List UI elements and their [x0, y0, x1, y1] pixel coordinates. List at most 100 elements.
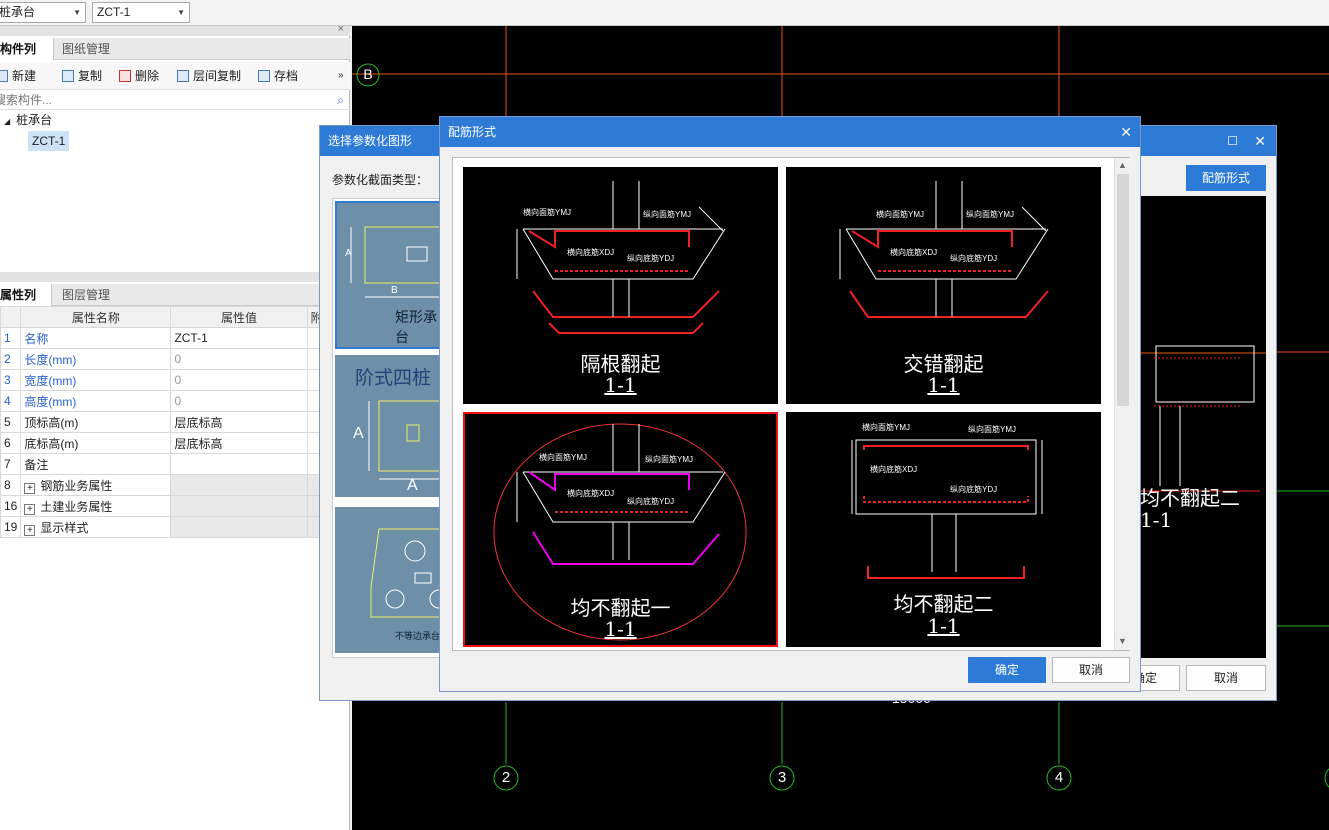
- search-input[interactable]: 搜索构件...: [0, 93, 53, 107]
- rebar-option-3-drawing: [493, 423, 747, 641]
- maximize-icon[interactable]: ☐: [1227, 134, 1238, 148]
- component-combo-value: ZCT-1: [97, 5, 131, 19]
- shape-name-irregular: 不等边承台: [395, 631, 441, 641]
- prop-name: 名称: [20, 327, 172, 349]
- component-toolbar: 新建 复制 删除 层间复制 存档 »: [0, 62, 350, 90]
- close-icon[interactable]: ✕: [1254, 133, 1266, 149]
- scroll-up-icon[interactable]: ▲: [1118, 160, 1127, 170]
- close-icon[interactable]: ✕: [1120, 124, 1132, 140]
- expand-icon[interactable]: +: [24, 482, 36, 494]
- label-hx-bot: 横向底筋XDJ: [567, 248, 615, 257]
- scroll-down-icon[interactable]: ▼: [1118, 636, 1127, 646]
- tree-item-zct1[interactable]: ZCT-1: [28, 131, 70, 151]
- panel-divider-strip: [0, 272, 350, 282]
- shape-item-stepped[interactable]: 阶式四桩 A A: [335, 355, 441, 497]
- rebar-ok-button[interactable]: 确定: [968, 657, 1046, 683]
- tree-expand-icon[interactable]: ◢: [4, 117, 11, 126]
- property-row[interactable]: 4 高度(mm) 0: [0, 390, 351, 412]
- prop-value[interactable]: ZCT-1: [170, 327, 308, 349]
- prop-group[interactable]: +钢筋业务属性: [20, 474, 172, 496]
- prop-value[interactable]: [170, 453, 308, 475]
- property-group-row[interactable]: 19 + 显示样式: [0, 516, 351, 538]
- property-row[interactable]: 1 名称 ZCT-1: [0, 327, 351, 349]
- label-hx-bot: 横向底筋XDJ: [870, 465, 918, 474]
- prop-value[interactable]: 层底标高: [170, 411, 308, 433]
- left-panel: × 构件列表 图纸管理 新建 复制 删除 层间复制 存档 » 搜索构件... ⌕…: [0, 23, 351, 830]
- prop-group-label: 显示样式: [40, 520, 89, 535]
- rebar-option-3-name: 均不翻起一: [570, 596, 671, 620]
- component-search[interactable]: 搜索构件... ⌕: [0, 90, 350, 110]
- rebar-option-1-name: 隔根翻起: [580, 352, 661, 376]
- tab-layer-management[interactable]: 图层管理: [62, 288, 111, 302]
- dim-a-label: A: [345, 248, 352, 259]
- rebar-option-4[interactable]: 横向面筋YMJ 纵向面筋YMJ 横向底筋XDJ 纵向底筋YDJ 均不翻起二 1-…: [786, 412, 1101, 647]
- panel-header-strip: ×: [0, 23, 350, 36]
- tree-root[interactable]: ◢桩承台: [4, 112, 52, 130]
- scrollbar-thumb[interactable]: [1117, 174, 1129, 406]
- row-num: 19: [0, 516, 22, 538]
- new-button[interactable]: 新建: [0, 68, 36, 84]
- row-num: 4: [0, 390, 22, 412]
- label-zx-top: 纵向面筋YMJ: [968, 425, 1016, 434]
- prop-value: [170, 495, 308, 517]
- expand-icon[interactable]: +: [24, 503, 36, 515]
- floor-copy-button[interactable]: 层间复制: [177, 68, 241, 84]
- param-cancel-button[interactable]: 取消: [1186, 665, 1266, 691]
- preview-caption: 均不翻起二: [1140, 486, 1240, 510]
- rebar-option-1-section: 1-1: [604, 373, 637, 397]
- tab-drawing-management[interactable]: 图纸管理: [62, 42, 111, 56]
- delete-button[interactable]: 删除: [119, 68, 159, 84]
- rebar-option-1[interactable]: 横向面筋YMJ 纵向面筋YMJ 横向底筋XDJ 纵向底筋YDJ 隔根翻起 1-1: [463, 167, 778, 404]
- rebar-options-panel: ▲ ▼ 横向面筋YMJ 纵向面筋YMJ 横向底筋XDJ 纵向底筋YDJ 隔: [452, 157, 1130, 651]
- prop-value[interactable]: 0: [170, 369, 308, 391]
- rebar-dialog-title: 配筋形式: [448, 125, 497, 139]
- property-group-row[interactable]: 8 +钢筋业务属性: [0, 474, 351, 496]
- more-icon[interactable]: »: [338, 70, 344, 81]
- expand-icon[interactable]: +: [24, 524, 36, 536]
- scrollbar[interactable]: ▲ ▼: [1114, 158, 1130, 650]
- property-row[interactable]: 5 顶标高(m) 层底标高: [0, 411, 351, 433]
- shape-item-irregular[interactable]: 不等边承台: [335, 507, 441, 653]
- prop-value[interactable]: 0: [170, 348, 308, 370]
- close-icon[interactable]: ×: [337, 23, 344, 35]
- prop-group[interactable]: +土建业务属性: [20, 495, 172, 517]
- property-row[interactable]: 2 长度(mm) 0: [0, 348, 351, 370]
- rebar-option-2[interactable]: 横向面筋YMJ 纵向面筋YMJ 横向底筋XDJ 纵向底筋YDJ 交错翻起 1-1: [786, 167, 1101, 404]
- rebar-option-3[interactable]: 横向面筋YMJ 纵向面筋YMJ 横向底筋XDJ 纵向底筋YDJ 均不翻起一 1-…: [463, 412, 778, 647]
- row-num: 8: [0, 474, 22, 496]
- prop-value[interactable]: 0: [170, 390, 308, 412]
- rebar-option-4-drawing: [851, 439, 1043, 579]
- archive-button[interactable]: 存档: [258, 68, 298, 84]
- dim-b-label: B: [391, 285, 398, 296]
- copy-label: 复制: [78, 69, 103, 83]
- component-combo[interactable]: ZCT-1 ▼: [92, 2, 190, 23]
- rebar-cancel-button[interactable]: 取消: [1052, 657, 1130, 683]
- search-icon[interactable]: ⌕: [337, 93, 344, 107]
- row-num: 5: [0, 411, 22, 433]
- dim-a-label: A: [353, 425, 364, 442]
- copy-icon: [62, 70, 74, 82]
- prop-value: [170, 516, 308, 538]
- property-row[interactable]: 6 底标高(m) 层底标高: [0, 432, 351, 454]
- copy-button[interactable]: 复制: [62, 68, 102, 84]
- prop-value[interactable]: 层底标高: [170, 432, 308, 454]
- preview-section: 1-1: [1140, 508, 1173, 532]
- tab-component-list[interactable]: 构件列表: [0, 38, 54, 78]
- prop-group[interactable]: + 显示样式: [20, 516, 172, 538]
- label-hx-bot: 横向底筋XDJ: [890, 248, 938, 257]
- shape-item-rect[interactable]: A B 矩形承台: [335, 201, 441, 349]
- axis-label-2: 2: [501, 769, 511, 786]
- prop-name-header: 属性名称: [20, 306, 172, 328]
- property-row[interactable]: 3 宽度(mm) 0: [0, 369, 351, 391]
- stepped-cap-drawing: [368, 400, 441, 480]
- property-group-row[interactable]: 16 +土建业务属性: [0, 495, 351, 517]
- chevron-down-icon: ▼: [73, 8, 81, 17]
- tab-property-list[interactable]: 属性列表: [0, 284, 52, 324]
- property-row[interactable]: 7 备注: [0, 453, 351, 475]
- rebar-option-1-drawing: [516, 181, 726, 334]
- category-combo[interactable]: 桩承台 ▼: [0, 2, 86, 23]
- rebar-form-button[interactable]: 配筋形式: [1186, 165, 1266, 191]
- label-zx-bot: 纵向底筋YDJ: [627, 497, 675, 506]
- property-header-row: 属性名称 属性值 附: [0, 306, 351, 328]
- dim-a2-label: A: [407, 477, 418, 494]
